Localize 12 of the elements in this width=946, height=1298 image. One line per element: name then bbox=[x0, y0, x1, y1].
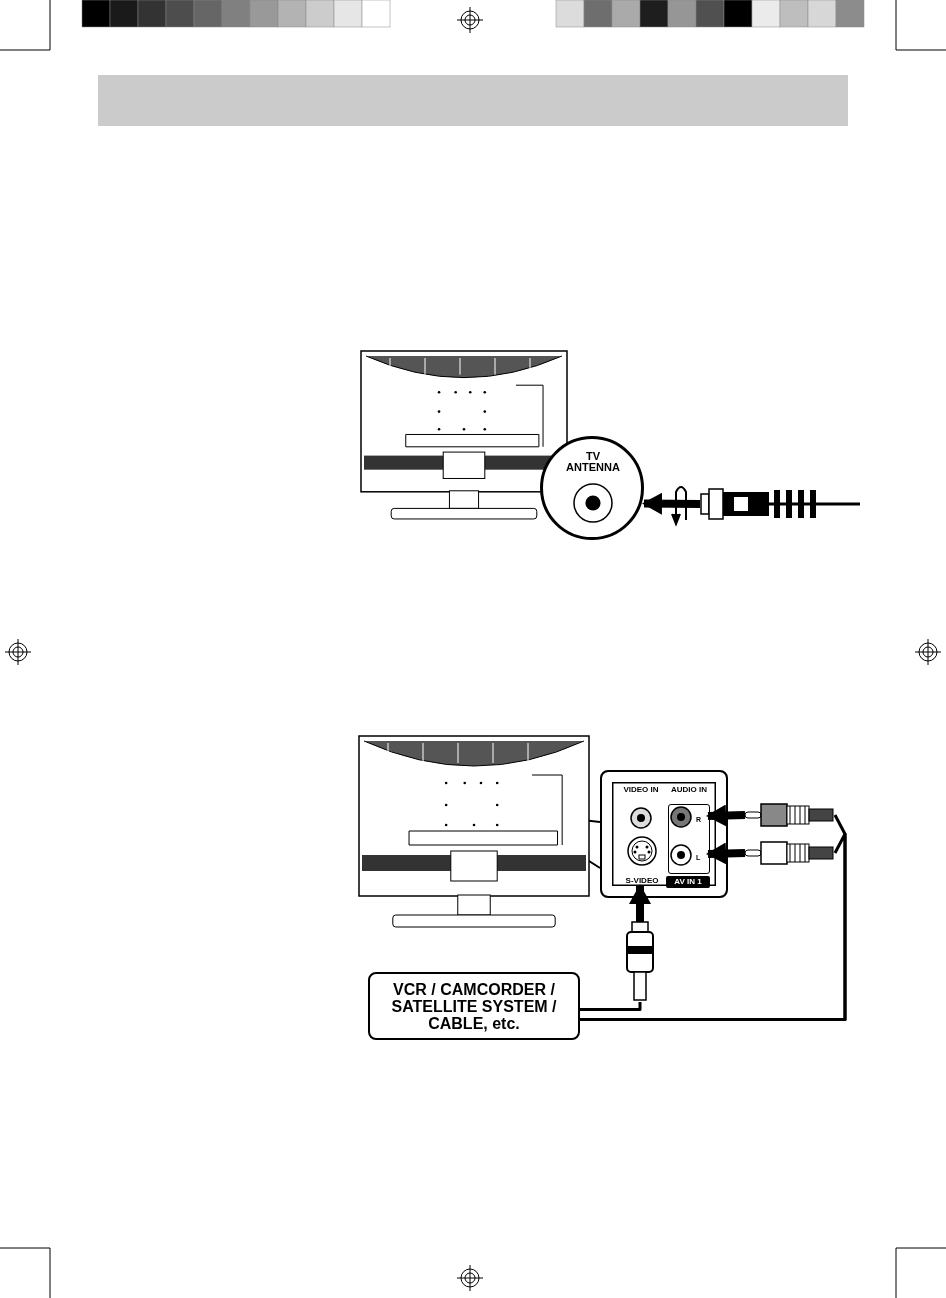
input-label: AV IN 1 bbox=[666, 876, 710, 888]
device-box: VCR / CAMCORDER / SATELLITE SYSTEM / CABLE, etc. bbox=[368, 972, 580, 1040]
arrow bbox=[629, 884, 651, 922]
arrow bbox=[706, 804, 746, 827]
arrow bbox=[642, 492, 701, 515]
arrow bbox=[706, 842, 746, 865]
jack-label: S-VIDEO bbox=[624, 876, 660, 885]
cable bbox=[580, 1002, 642, 1011]
jack-label: TV ANTENNA bbox=[565, 451, 621, 473]
input-panel bbox=[600, 770, 728, 898]
jack-label: AUDIO IN bbox=[670, 786, 708, 794]
jack-label: VIDEO IN bbox=[622, 786, 660, 794]
